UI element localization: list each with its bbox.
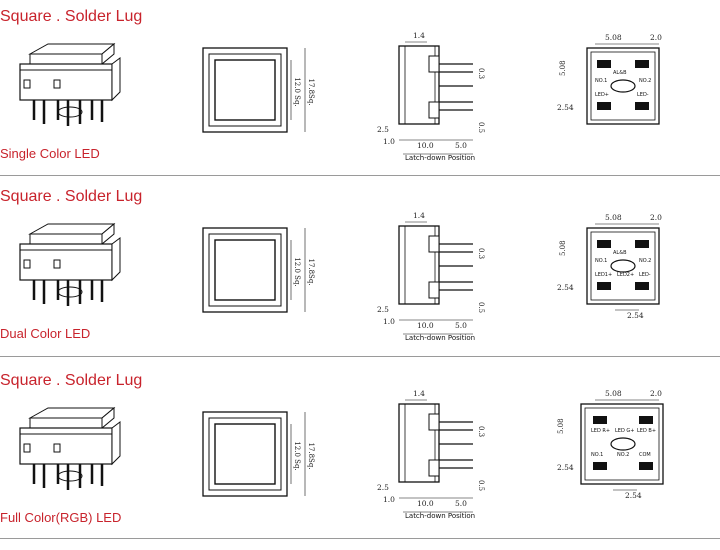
pcb-chip-label: LED B+ [637,428,656,434]
pcb-offset-dim: 2.54 [557,103,574,112]
section-divider [0,175,720,176]
pcb-layout-drawing: 5.08 2.0 AL&B NO.1 NO.2 LED+ LED- 5.08 2… [557,33,662,125]
flange-dim: 2.5 [377,305,389,314]
base-dim: 1.0 [383,495,395,504]
pcb-offset-dim: 2.54 [557,463,574,472]
pcb-edge-dim: 2.0 [650,213,662,222]
switch-3d-illustration [19,42,121,126]
pcb-chip-label: NO.2 [617,452,629,458]
pin-length-dim: 5.0 [455,499,467,508]
pcb-pitch-x-dim: 5.08 [605,33,622,42]
side-view-drawing: 1.4 0.3 0.5 2.5 1.0 10.0 5.0 Latch-down … [377,31,485,162]
side-view-drawing: 1.4 0.3 0.5 2.5 1.0 10.0 5.0 Latch-down … [377,211,485,342]
pcb-chip-label: NO.1 [595,78,607,84]
section-title: Square . Solder Lug [0,372,143,389]
led-type-label: Full Color(RGB) LED [0,510,122,525]
pcb-chip-label: NO.2 [639,258,651,264]
base-dim: 1.0 [383,317,395,326]
body-length-dim: 10.0 [417,321,434,330]
flange-dim: 2.5 [377,125,389,134]
inner-square-dim: 12.0 Sq. [293,77,301,106]
pin-length-dim: 5.0 [455,321,467,330]
outer-square-dim: 17.8Sq. [307,258,315,285]
latch-note: Latch-down Position [405,154,475,162]
pcb-pitch-y-dim: 5.08 [559,60,567,76]
top-offset-dim: 1.4 [413,211,425,220]
pcb-chip-label: COM [639,452,651,458]
pcb-layout-drawing: 5.08 2.0 AL&B NO.1 NO.2 LED1+ LED2+ LED-… [557,213,662,320]
pin-length-dim: 5.0 [455,141,467,150]
side-view-drawing: 1.4 0.3 0.5 2.5 1.0 10.0 5.0 Latch-down … [377,389,485,520]
pin-gap-lower-dim: 0.5 [477,302,485,313]
pcb-chip-label: LED+ [595,92,609,98]
section-title: Square . Solder Lug [0,188,143,205]
pcb-chip-label: NO.1 [595,258,607,264]
pcb-chip-label: LED- [637,92,649,98]
pcb-chip-label: NO.1 [591,452,603,458]
base-dim: 1.0 [383,137,395,146]
pcb-pitch-x-dim: 5.08 [605,389,622,398]
inner-square-dim: 12.0 Sq. [293,257,301,286]
pcb-offset-dim: 2.54 [557,283,574,292]
pcb-chip-label: NO.2 [639,78,651,84]
switch-3d-illustration [19,406,121,490]
latch-note: Latch-down Position [405,334,475,342]
front-view-drawing: 12.0 Sq. 17.8Sq. [202,47,315,133]
pcb-chip-label: LED1+ [595,272,612,278]
pcb-offset-bottom-dim: 2.54 [627,311,644,320]
pin-gap-lower-dim: 0.5 [477,480,485,491]
pcb-edge-dim: 2.0 [650,389,662,398]
front-view-drawing: 12.0 Sq. 17.8Sq. [202,411,315,497]
section-single-color: Square . Solder Lug 12.0 Sq. 17.8Sq. 1.4… [0,0,720,180]
pcb-pitch-y-dim: 5.08 [559,240,567,256]
top-offset-dim: 1.4 [413,31,425,40]
flange-dim: 2.5 [377,483,389,492]
pcb-offset-bottom-dim: 2.54 [625,491,642,500]
pin-gap-upper-dim: 0.3 [477,426,485,437]
pcb-chip-label: AL&B [613,70,627,76]
pcb-chip-label: LED- [639,272,651,278]
pcb-chip-label: LED G+ [615,428,634,434]
outer-square-dim: 17.8Sq. [307,78,315,105]
led-type-label: Single Color LED [0,146,100,161]
pcb-chip-label: LED2+ [617,272,634,278]
pcb-pitch-y-dim: 5.08 [557,418,565,434]
led-type-label: Dual Color LED [0,326,91,341]
switch-3d-illustration [19,222,121,306]
pin-gap-upper-dim: 0.3 [477,68,485,79]
front-view-drawing: 12.0 Sq. 17.8Sq. [202,227,315,313]
pcb-edge-dim: 2.0 [650,33,662,42]
pin-gap-lower-dim: 0.5 [477,122,485,133]
pin-gap-upper-dim: 0.3 [477,248,485,259]
pcb-layout-drawing: 5.08 2.0 LED R+ LED G+ LED B+ NO.1 NO.2 … [557,389,664,500]
outer-square-dim: 17.8Sq. [307,442,315,469]
top-offset-dim: 1.4 [413,389,425,398]
body-length-dim: 10.0 [417,141,434,150]
body-length-dim: 10.0 [417,499,434,508]
pcb-chip-label: LED R+ [591,428,610,434]
section-title: Square . Solder Lug [0,8,143,25]
section-divider [0,538,720,539]
pcb-pitch-x-dim: 5.08 [605,213,622,222]
pcb-chip-label: AL&B [613,250,627,256]
section-rgb-color: Square . Solder Lug 12.0 Sq. 17.8Sq. 1.4… [0,364,720,544]
section-dual-color: Square . Solder Lug 12.0 Sq. 17.8Sq. 1.4… [0,180,720,360]
latch-note: Latch-down Position [405,512,475,520]
inner-square-dim: 12.0 Sq. [293,441,301,470]
section-divider [0,356,720,357]
